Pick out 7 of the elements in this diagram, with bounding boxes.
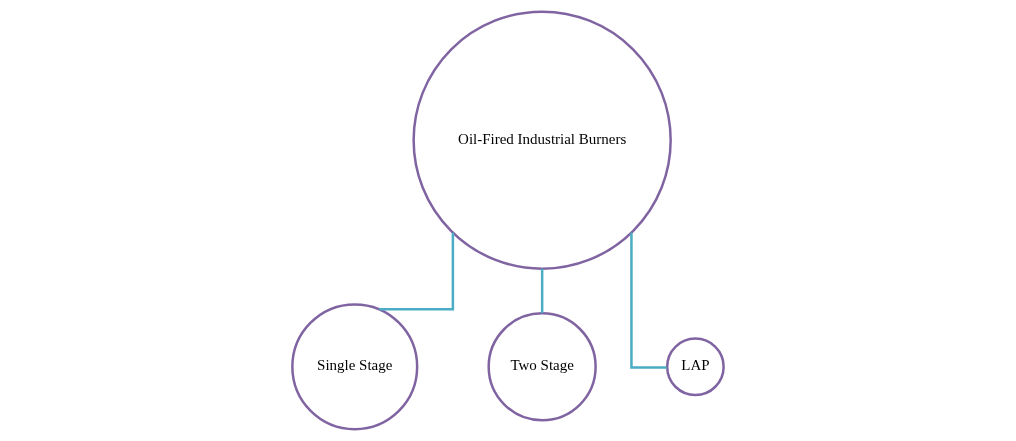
node-circle: Two Stage bbox=[487, 312, 597, 422]
connector bbox=[540, 268, 544, 314]
node-circle: Oil-Fired Industrial Burners bbox=[412, 10, 672, 270]
connector bbox=[630, 232, 667, 369]
connector bbox=[379, 232, 455, 311]
node-circle: LAP bbox=[665, 337, 725, 397]
node-circle: Single Stage bbox=[291, 303, 419, 431]
